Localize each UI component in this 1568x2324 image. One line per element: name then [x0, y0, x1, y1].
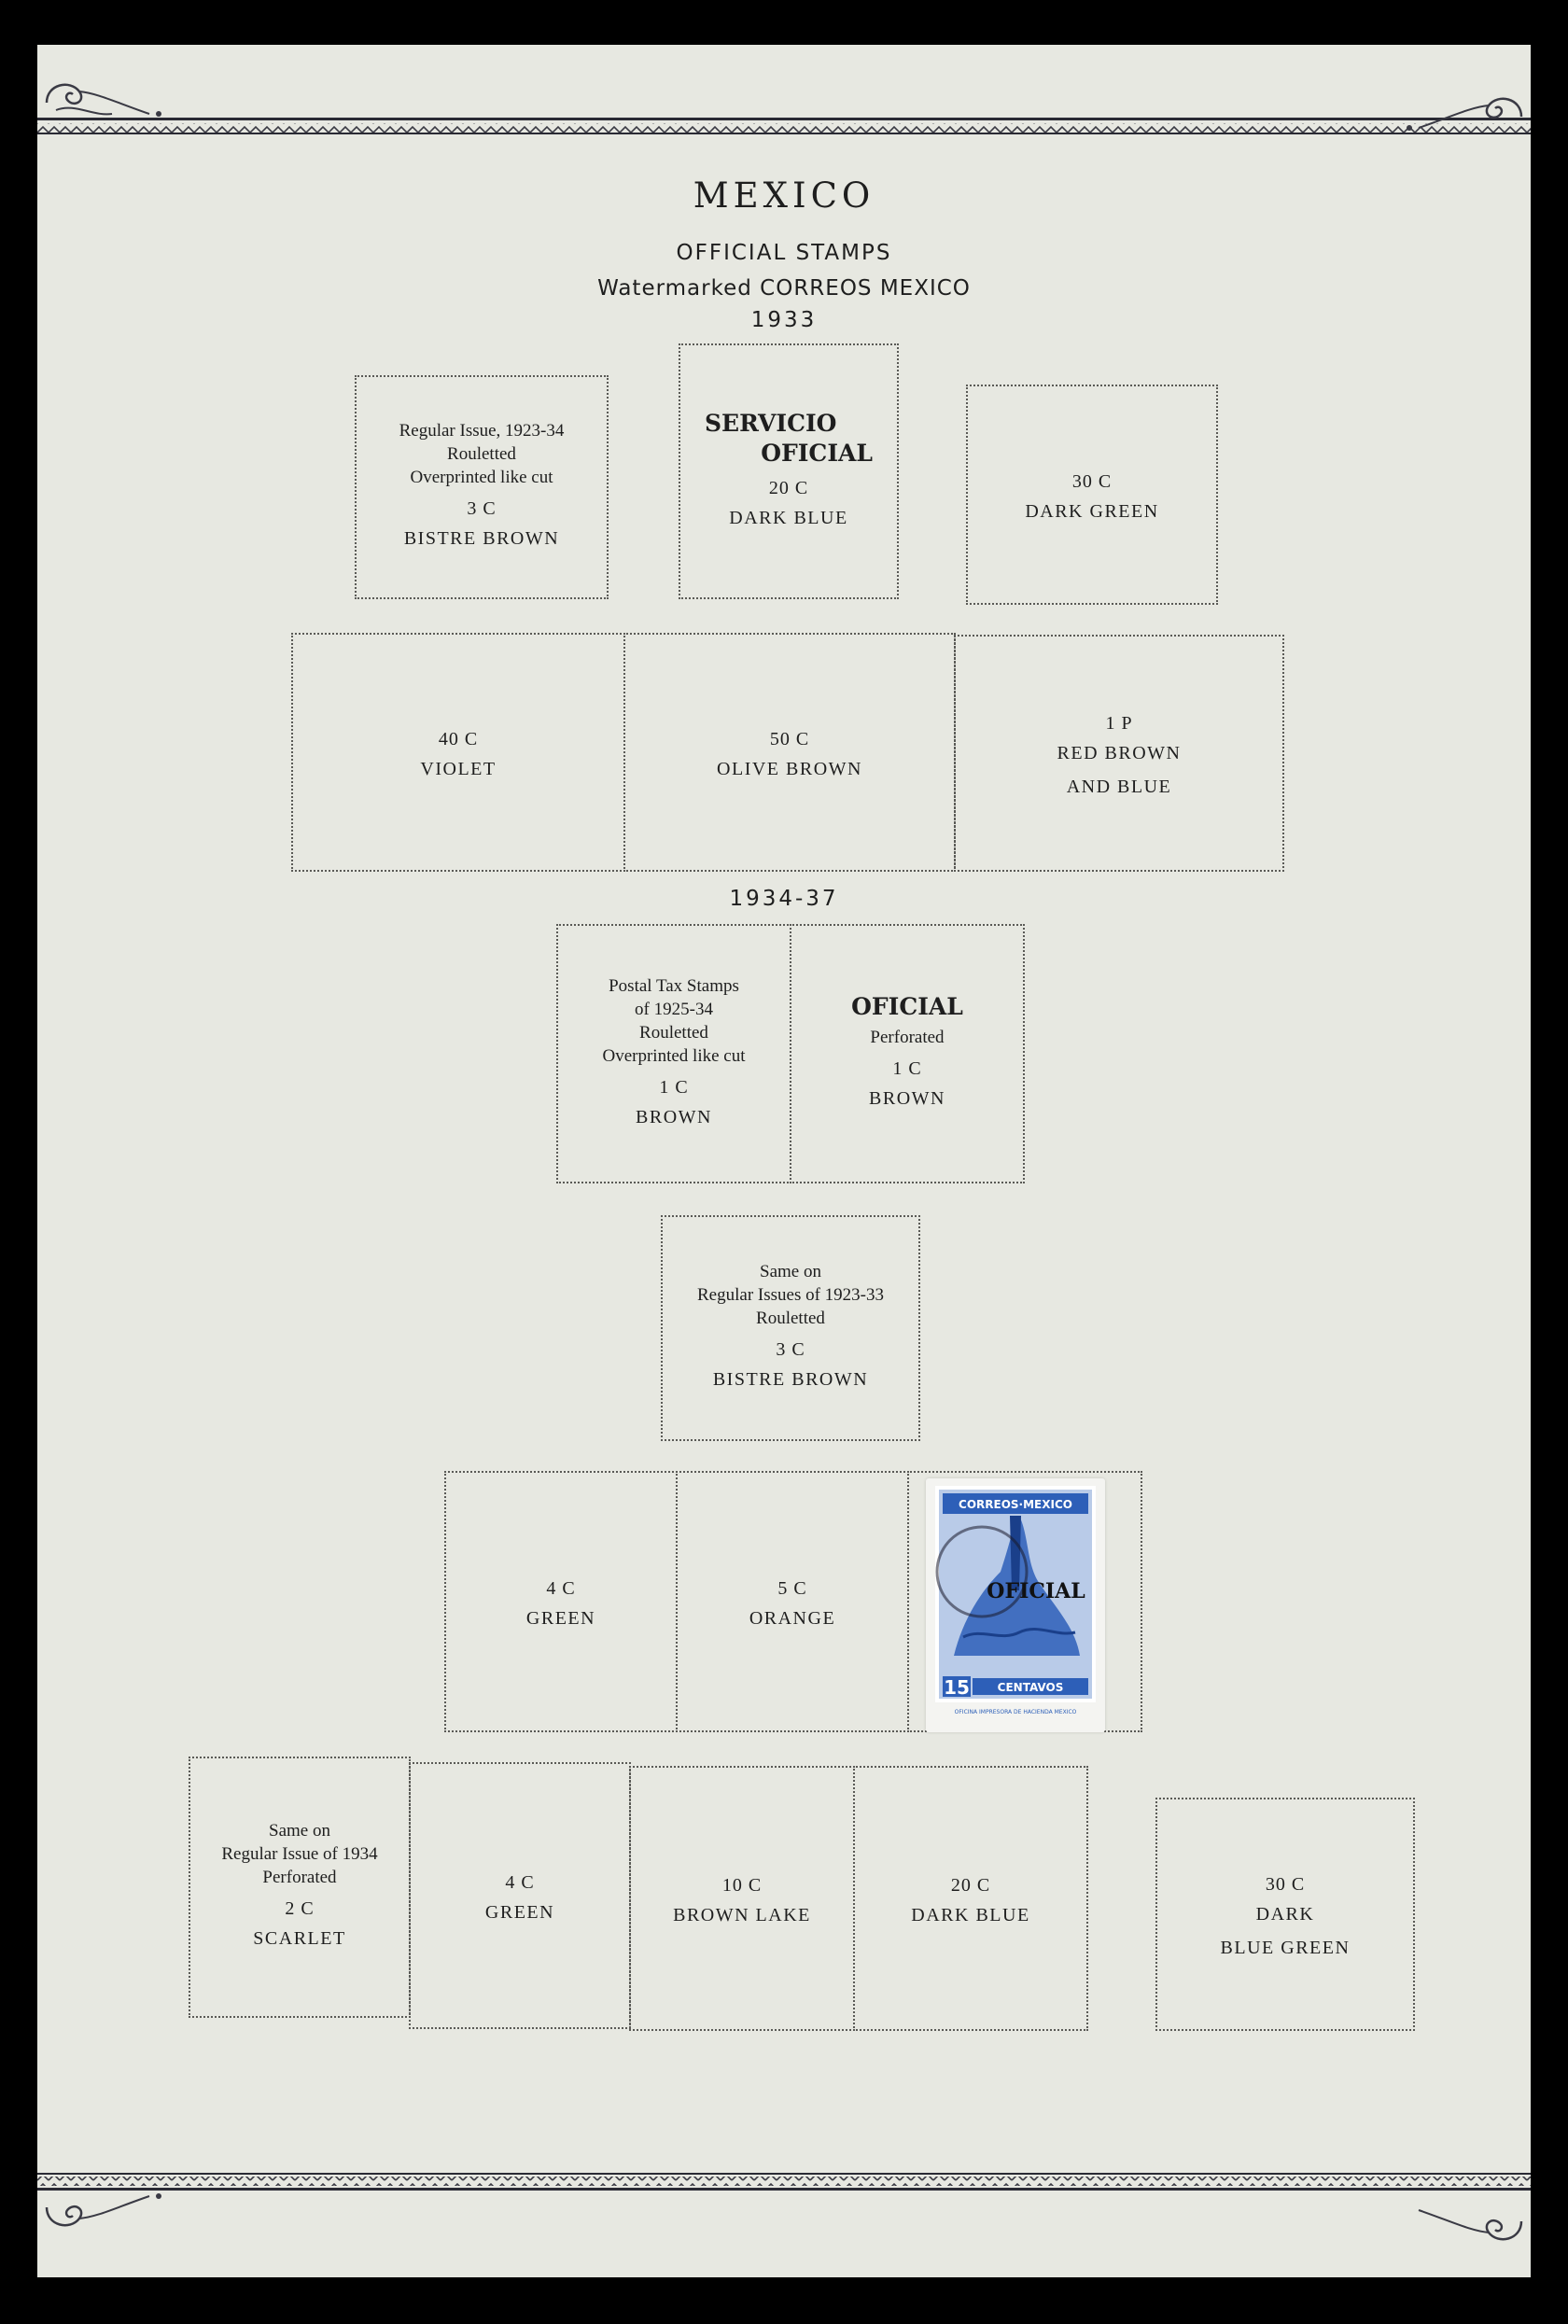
stamp-space: 10 C BROWN LAKE — [629, 1766, 855, 2031]
denomination: 3 C — [776, 1339, 805, 1360]
stamp-space: Same on Regular Issues of 1923-33 Roulet… — [661, 1215, 920, 1441]
stamp-space: SERVICIO OFICIAL 20 C DARK BLUE — [679, 343, 899, 599]
stamp-color: VIOLET — [420, 758, 497, 779]
stamp-currency: CENTAVOS — [998, 1681, 1064, 1694]
stamp-overprint: OFICIAL — [987, 1579, 1085, 1603]
stamp-color: RED BROWN — [1057, 742, 1182, 763]
stamp-color: DARK BLUE — [911, 1904, 1030, 1925]
stamp-color: DARK BLUE — [729, 507, 848, 528]
denomination: 1 C — [659, 1076, 689, 1098]
description-line: Same on — [269, 1821, 330, 1841]
stamp-color: BISTRE BROWN — [403, 528, 560, 549]
stamp-mount: CORREOS·MEXICO OFICIAL 15 CENTAVOS OFICI… — [926, 1478, 1105, 1732]
stamp-printer: OFICINA IMPRESORA DE HACIENDA MEXICO — [955, 1709, 1077, 1715]
mounted-stamp: CORREOS·MEXICO OFICIAL 15 CENTAVOS OFICI… — [935, 1486, 1096, 1715]
stamp-space: Regular Issue, 1923-34 Rouletted Overpri… — [355, 375, 609, 599]
stamp-space: 5 C ORANGE — [676, 1471, 909, 1732]
stamp-space: 1 P RED BROWN AND BLUE — [954, 635, 1284, 872]
bottom-ornamental-border — [37, 2173, 1531, 2191]
year-heading-1933: 1933 — [750, 308, 818, 332]
description-line: Rouletted — [756, 1309, 825, 1328]
stamp-space: 4 C GREEN — [444, 1471, 678, 1732]
description-line: Regular Issue, 1923-34 — [399, 421, 565, 441]
stamp-space: Same on Regular Issue of 1934 Perforated… — [189, 1757, 411, 2018]
stamp-color: BROWN LAKE — [673, 1904, 811, 1925]
stamp-space: 20 C DARK BLUE — [853, 1766, 1088, 2031]
stamp-denomination: 15 — [944, 1676, 970, 1699]
stamp-color: BROWN — [869, 1088, 945, 1109]
year-heading-1934-37: 1934-37 — [729, 887, 839, 911]
description-line: Overprinted like cut — [410, 468, 553, 487]
stamp-color: BLUE GREEN — [1220, 1937, 1351, 1958]
overprint-line: OFICIAL — [851, 993, 963, 1020]
stamp-color: DARK — [1255, 1903, 1315, 1925]
description-line: Perforated — [870, 1028, 945, 1047]
denomination: 20 C — [950, 1874, 991, 1896]
description-line: Regular Issue of 1934 — [221, 1844, 378, 1864]
description-line: Overprinted like cut — [602, 1045, 746, 1066]
section-title: OFFICIAL STAMPS — [676, 241, 892, 265]
denomination: 5 C — [777, 1577, 807, 1599]
stamp-space: 40 C VIOLET — [291, 633, 625, 872]
stamp-color: SCARLET — [253, 1928, 346, 1949]
overprint-line: OFICIAL — [761, 439, 873, 467]
denomination: 1 C — [892, 1058, 922, 1079]
description-line: Regular Issues of 1923-33 — [697, 1285, 884, 1305]
watermark-note: Watermarked CORREOS MEXICO — [597, 276, 971, 301]
denomination: 3 C — [467, 498, 497, 519]
denomination: 2 C — [285, 1898, 315, 1919]
stamp-space: 30 C DARK GREEN — [966, 385, 1218, 605]
description-line: Postal Tax Stamps — [609, 975, 739, 996]
page-title: MEXICO — [693, 175, 875, 216]
postmark — [935, 1525, 1029, 1618]
denomination: 50 C — [769, 728, 810, 749]
stamp-color: BISTRE BROWN — [712, 1369, 869, 1390]
stamp-color: GREEN — [484, 1901, 555, 1923]
stamp-top-label: CORREOS·MEXICO — [959, 1498, 1072, 1511]
stamp-space: 4 C GREEN — [409, 1762, 631, 2029]
stamp-color: AND BLUE — [1066, 776, 1172, 797]
stamp-space: OFICIAL Perforated 1 C BROWN — [790, 924, 1025, 1183]
stamp-color: GREEN — [525, 1607, 596, 1629]
album-page — [37, 45, 1531, 2277]
stamp-color: OLIVE BROWN — [717, 758, 862, 779]
denomination: 30 C — [1071, 470, 1113, 492]
denomination: 30 C — [1265, 1873, 1306, 1895]
denomination: 4 C — [546, 1577, 576, 1599]
corner-scroll-icon — [1418, 2209, 1523, 2241]
description-line: Perforated — [262, 1868, 337, 1887]
stamp-space: Postal Tax Stamps of 1925-34 Rouletted O… — [556, 924, 791, 1183]
corner-scroll-icon — [1407, 97, 1523, 131]
stamp-space: 50 C OLIVE BROWN — [623, 633, 956, 872]
stamp-color: BROWN — [636, 1106, 712, 1127]
stamp-space: 30 C DARK BLUE GREEN — [1155, 1798, 1415, 2031]
denomination: 40 C — [438, 728, 479, 749]
description-line: Rouletted — [447, 444, 516, 464]
overprint-line: SERVICIO — [705, 409, 837, 437]
description-line: of 1925-34 — [635, 999, 713, 1019]
corner-scroll-icon — [45, 83, 161, 117]
description-line: Same on — [760, 1262, 821, 1281]
description-line: Rouletted — [639, 1022, 708, 1043]
denomination: 1 P — [1105, 712, 1133, 734]
denomination: 4 C — [505, 1871, 535, 1893]
corner-scroll-icon — [45, 2193, 161, 2227]
top-ornamental-border — [37, 118, 1531, 134]
stamp-color: ORANGE — [749, 1607, 836, 1629]
stamp-color: DARK GREEN — [1025, 500, 1159, 522]
denomination: 10 C — [721, 1874, 763, 1896]
denomination: 20 C — [768, 477, 809, 498]
